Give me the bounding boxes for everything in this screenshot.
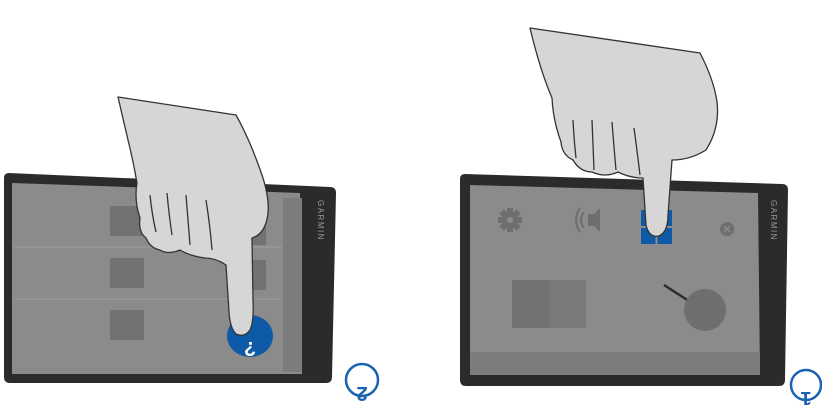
finger-line [205,199,213,251]
device-step-1: GARMIN [460,174,788,386]
menu-tile[interactable] [110,310,144,340]
finger-line [633,127,641,176]
step-circle [789,368,822,402]
finger-line [185,194,191,246]
close-icon[interactable] [720,222,734,236]
screen-bottom-bar [470,352,760,375]
step-1-marker: 1 [789,368,822,405]
menu-tile[interactable] [110,258,144,288]
app-tile[interactable] [550,280,586,328]
hand-shape [529,27,719,237]
menu-tile[interactable] [250,260,266,290]
finger-line [611,121,617,171]
brand-label: GARMIN [316,200,325,241]
gear-icon[interactable] [498,208,522,232]
brand-label: GARMIN [769,200,778,241]
pointing-hand-icon [117,96,269,336]
finger-line [166,192,173,236]
volume-icon[interactable] [575,207,600,233]
help-icon: ? [244,337,256,359]
screen-side-panel [283,198,302,372]
step-number: 1 [800,387,811,405]
step-number: 2 [356,382,367,404]
hand-shape [117,96,269,336]
step-2-marker: 2 [344,362,380,404]
finger-line [149,194,157,233]
finger-line [591,119,595,171]
step-circle [344,362,380,398]
finger-line [572,119,577,159]
pointing-hand-icon [529,27,719,237]
map-icon[interactable] [663,283,726,331]
app-tile[interactable] [512,280,552,328]
